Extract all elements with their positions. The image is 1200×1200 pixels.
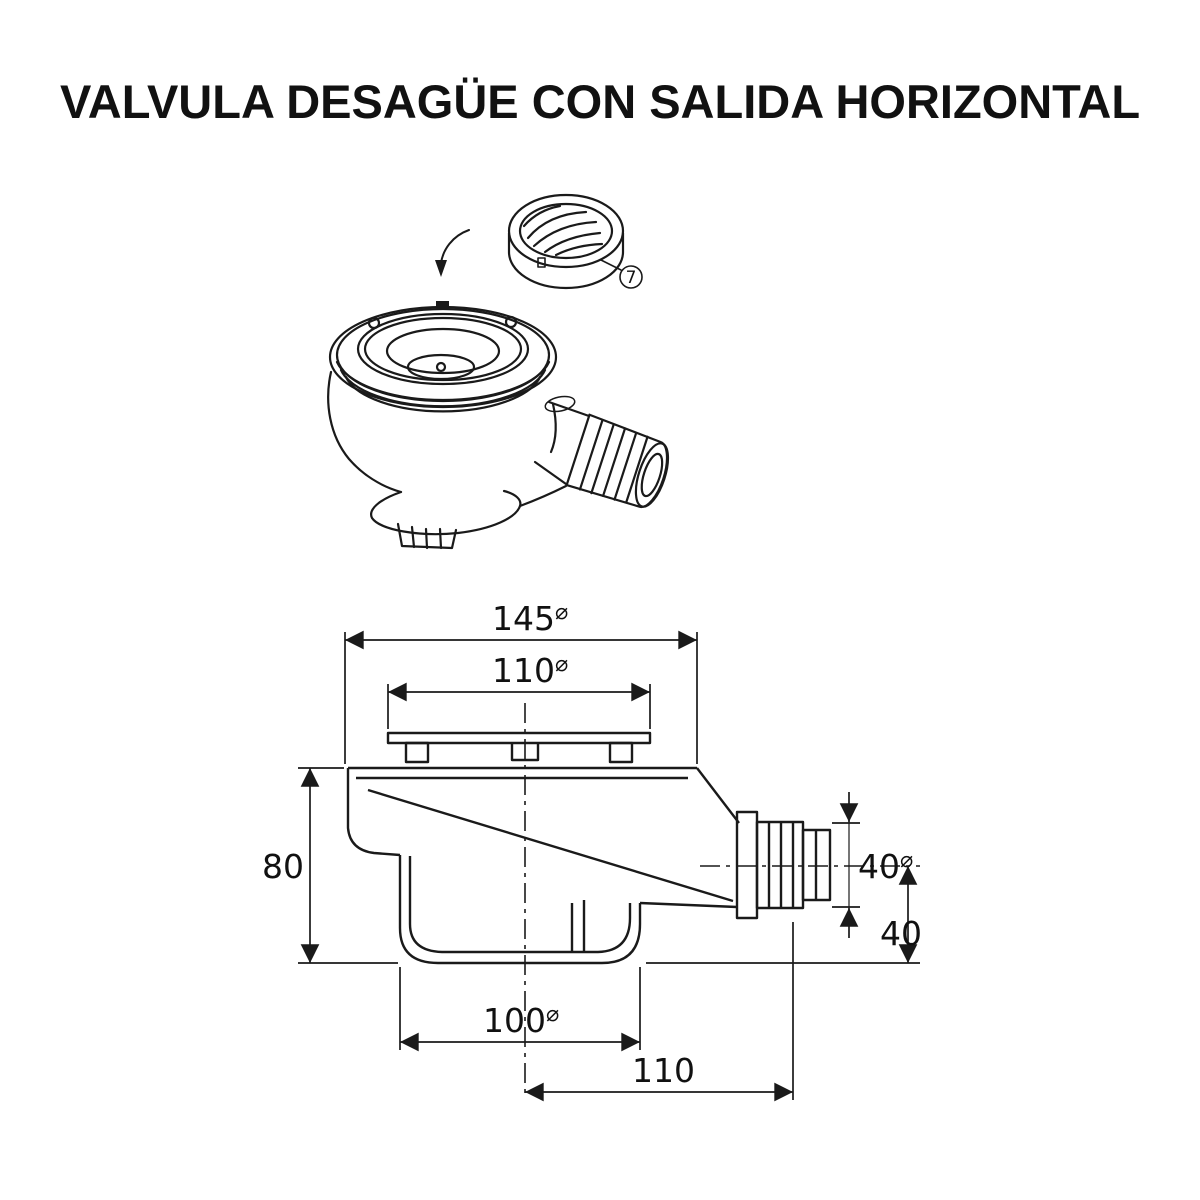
strainer-cap [507, 193, 625, 290]
body-outline [346, 766, 740, 909]
dim-flange-width: 110⌀ [387, 651, 651, 729]
dim-overall-width: 145⌀ [344, 599, 698, 764]
brand-mark [436, 301, 449, 308]
dim-trap-width: 100⌀ [399, 967, 641, 1052]
dim-outlet-diameter-label: 40⌀ [858, 847, 913, 886]
perspective-view: 7 [327, 193, 670, 550]
trap-bowl [398, 855, 642, 965]
valve-body-3d [327, 301, 591, 550]
outlet-nut-3d [565, 413, 670, 509]
section-view [346, 703, 920, 1098]
dim-body-height-label: 80 [262, 847, 304, 886]
page-title: VALVULA DESAGÜE CON SALIDA HORIZONTAL [59, 75, 1141, 128]
dim-flange-width-label: 110⌀ [492, 651, 568, 690]
flange-plate [386, 731, 652, 764]
callout-7-label: 7 [626, 268, 637, 288]
dim-outlet-offset: 110 [525, 922, 794, 1102]
dim-trap-width-label: 100⌀ [483, 1001, 559, 1040]
dim-outlet-center-height-label: 40 [880, 914, 922, 953]
dim-outlet-offset-label: 110 [632, 1051, 695, 1090]
dim-body-height: 80 [262, 767, 398, 964]
dim-outlet-center-height: 40 [646, 866, 922, 964]
dim-overall-width-label: 145⌀ [492, 599, 568, 638]
screw-icon [504, 315, 518, 329]
outlet-nut [735, 810, 832, 920]
dimensions: 145⌀ 110⌀ 80 [262, 599, 922, 1102]
callout-7: 7 [600, 259, 643, 289]
brand-oval [544, 395, 576, 413]
bottom-stub [396, 522, 458, 550]
screw-icon [367, 316, 381, 330]
insert-arrow-icon [435, 229, 470, 277]
